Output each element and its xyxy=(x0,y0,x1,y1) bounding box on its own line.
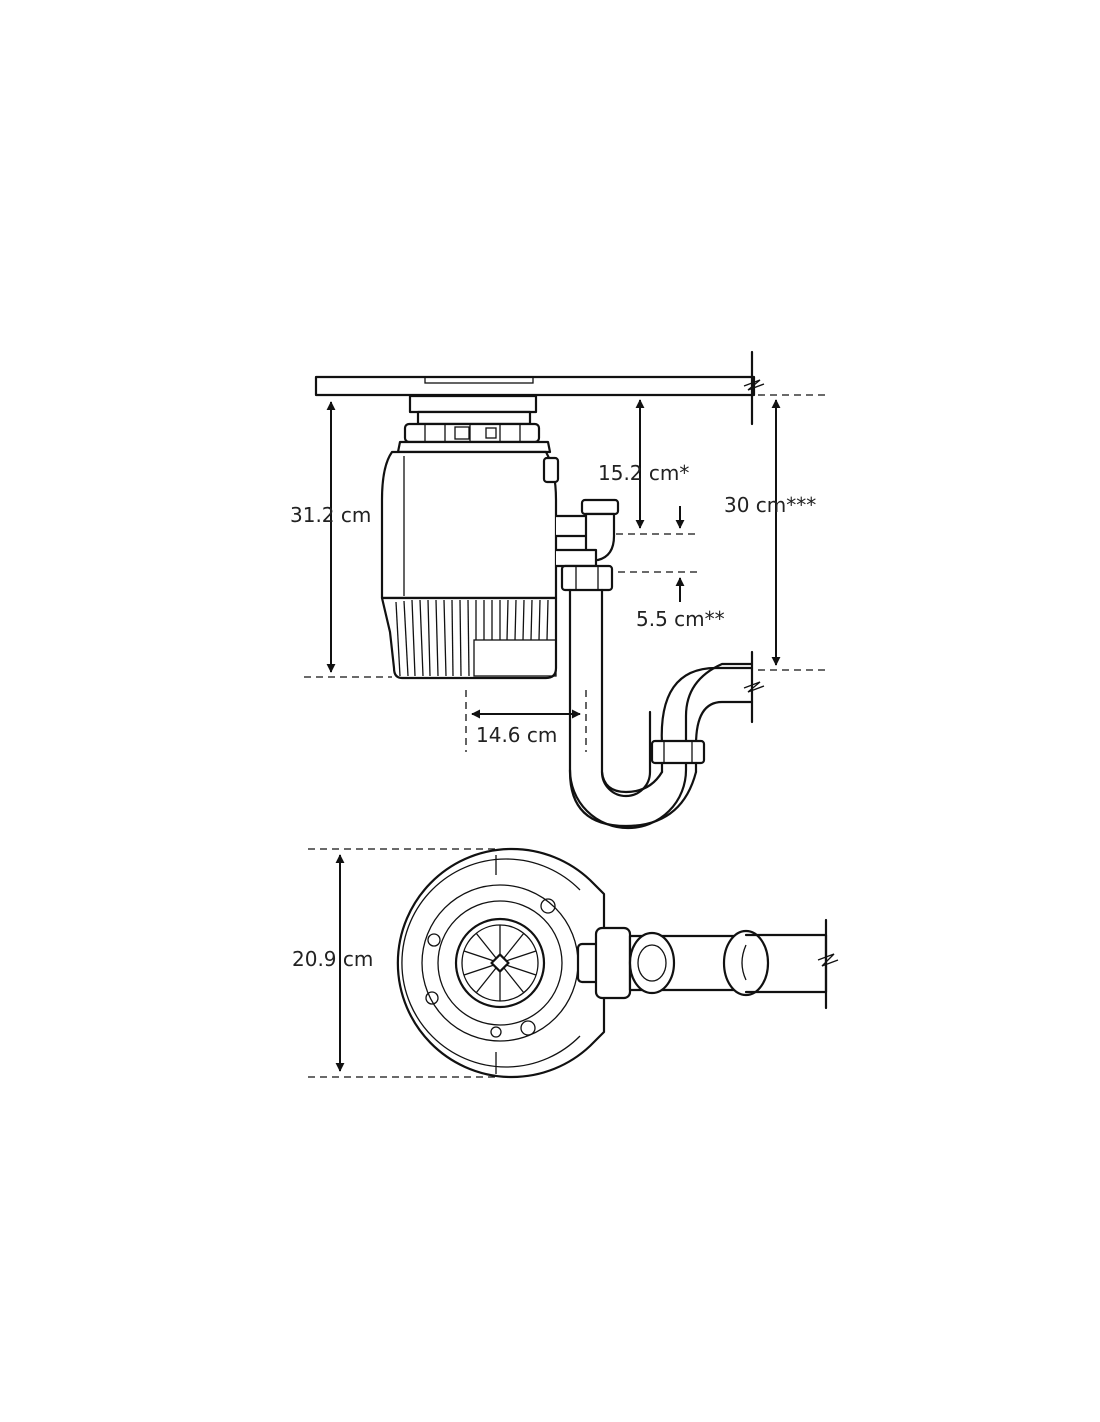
top-view: 20.9 cm xyxy=(292,847,839,1079)
disposer-body xyxy=(380,450,560,600)
mounting-assembly xyxy=(396,394,552,454)
countertop xyxy=(314,350,765,426)
dim-drain-height: 30 cm*** xyxy=(724,394,830,671)
grinding-chamber xyxy=(454,917,546,1009)
dim-outlet-distance: 14.6 cm xyxy=(465,690,587,752)
label-unit-height: 31.2 cm xyxy=(290,503,371,527)
label-drain-height: 30 cm*** xyxy=(724,493,816,517)
dim-inlet-offset: 5.5 cm** xyxy=(618,571,725,631)
discharge-trap xyxy=(560,564,765,830)
top-view-pipes xyxy=(576,918,839,1010)
label-outlet-distance: 14.6 cm xyxy=(476,723,557,747)
label-inlet-offset: 5.5 cm** xyxy=(636,607,725,631)
label-top-to-inlet: 15.2 cm* xyxy=(598,461,689,485)
side-view: 31.2 cm 15.2 cm* 5.5 cm** 30 cm*** xyxy=(290,350,830,830)
dim-top-to-inlet: 15.2 cm* xyxy=(598,399,700,535)
label-unit-diameter: 20.9 cm xyxy=(292,947,373,971)
motor-housing xyxy=(380,596,558,680)
dim-unit-diameter: 20.9 cm xyxy=(292,848,496,1078)
dim-unit-height: 31.2 cm xyxy=(290,401,392,678)
dishwasher-inlet xyxy=(556,498,620,568)
